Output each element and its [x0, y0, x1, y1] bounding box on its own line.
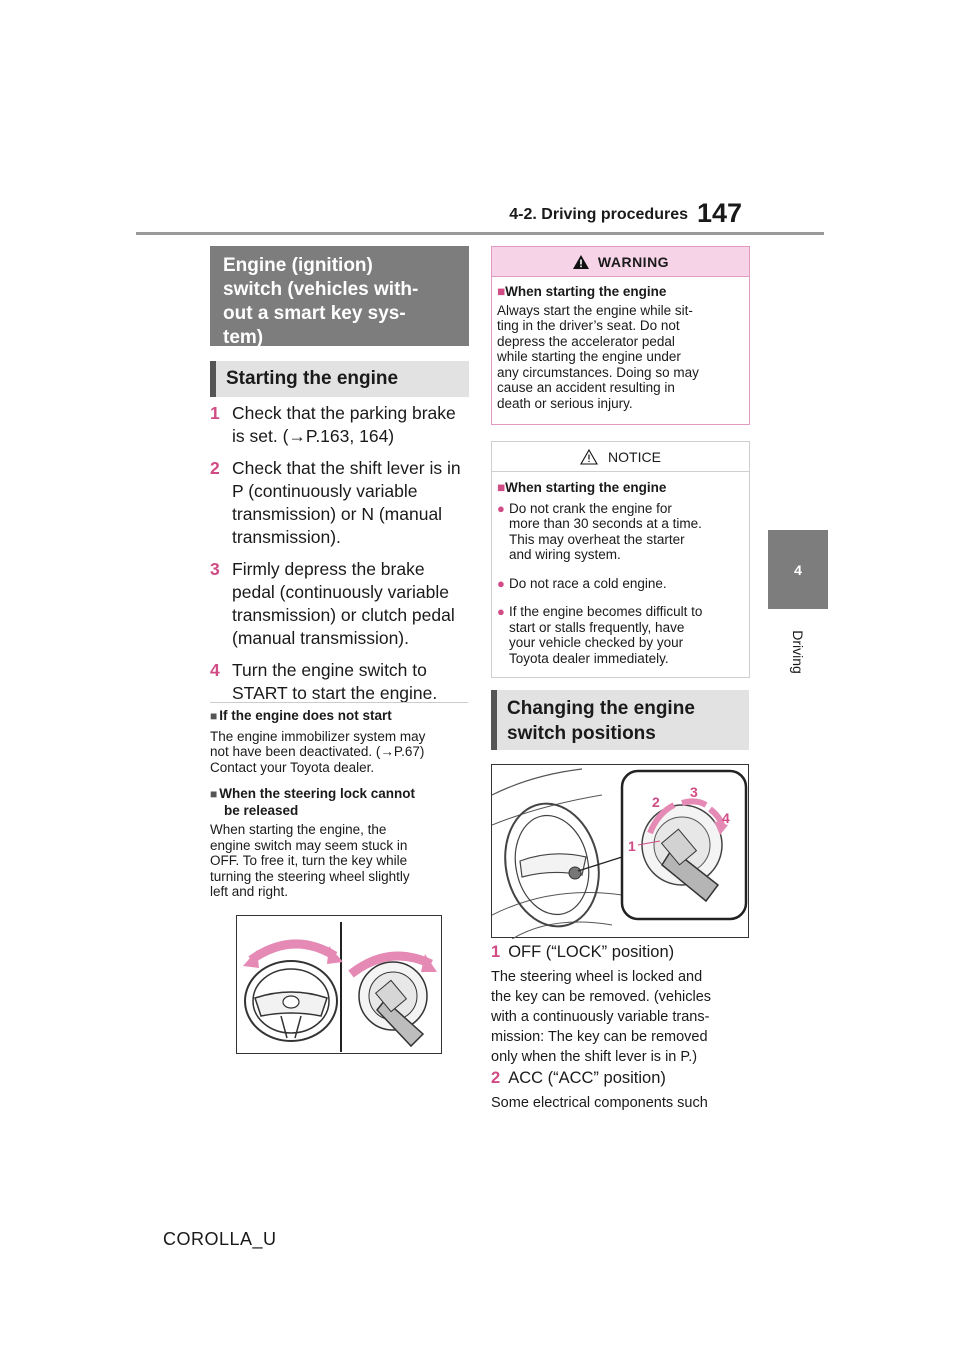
header-rule [136, 232, 824, 235]
footer-doc-code: COROLLA_U [163, 1229, 277, 1249]
chapter-tab-label: Driving [790, 630, 806, 674]
figure-label-1: 1 [628, 838, 636, 854]
divider [210, 702, 468, 703]
note-steering-lock: ■When the steering lock cannot be releas… [210, 786, 416, 899]
chapter-tab-number: 4 [794, 561, 802, 578]
page-ref-link[interactable]: not have been deactivated. (→P.67) [210, 744, 425, 759]
position-off-description: The steering wheel is locked and the key… [491, 969, 712, 1065]
warning-label: WARNING [597, 253, 670, 270]
steering-lock-illustration [236, 915, 442, 1054]
page-ref-link[interactable]: is set. (→P.163, 164) [232, 426, 395, 446]
steering-wheel-key-diagram [243, 922, 437, 1052]
ignition-positions-illustration: 1 2 3 4 [491, 764, 749, 940]
figure-label-4: 4 [722, 810, 730, 826]
starting-heading: Starting the engine [210, 361, 469, 397]
position-acc-description: Some electrical components such [491, 1095, 708, 1111]
figure-label-2: 2 [652, 794, 660, 810]
note-engine-not-start: ■If the engine does not start The engine… [210, 708, 468, 775]
notice-label: NOTICE [608, 448, 661, 465]
page-number: 147 [697, 198, 743, 228]
ignition-diagram: 1 2 3 4 [491, 768, 748, 940]
chapter-tab[interactable]: 4 [768, 530, 828, 609]
chapter-heading: Engine (ignition) switch (vehicles with-… [210, 246, 469, 348]
figure-label-3: 3 [690, 784, 698, 800]
notice-box: NOTICE ■When starting the engine ● Do no… [491, 441, 750, 678]
notice-triangle-icon [580, 448, 598, 465]
warning-triangle-icon [572, 254, 589, 269]
section-title: 4-2. Driving procedures [509, 206, 688, 223]
warning-box: WARNING ■When starting the engine Always… [491, 246, 750, 425]
list-item: ● Do not race a cold engine. [497, 575, 667, 591]
